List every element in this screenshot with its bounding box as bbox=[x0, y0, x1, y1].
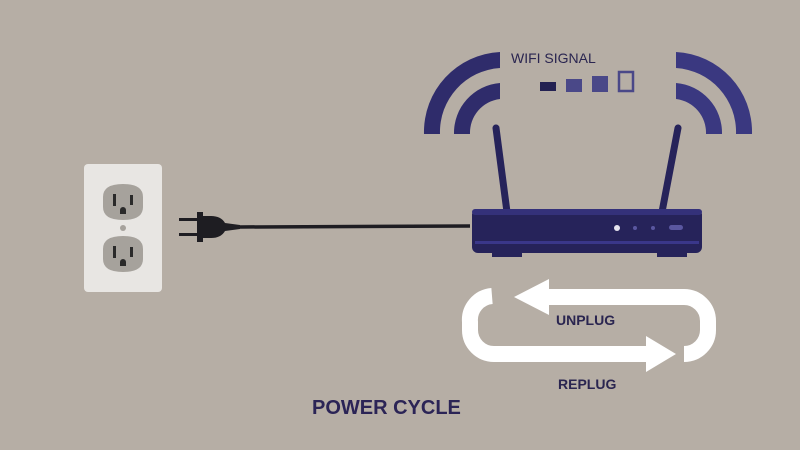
power-led bbox=[614, 225, 620, 231]
cycle-arrows bbox=[461, 279, 716, 372]
router-antennas bbox=[492, 124, 682, 216]
outlet-screw bbox=[120, 225, 126, 231]
wall-outlet bbox=[84, 164, 162, 292]
arrow-head-right bbox=[646, 336, 676, 372]
outlet-socket-bottom bbox=[103, 236, 143, 272]
wireless-router bbox=[472, 209, 702, 257]
unplug-label: UNPLUG bbox=[556, 312, 616, 328]
replug-label: REPLUG bbox=[558, 376, 617, 392]
wifi-signal-label: WIFI SIGNAL bbox=[511, 50, 596, 66]
diagram-title: POWER CYCLE bbox=[312, 397, 461, 419]
wifi-waves-right bbox=[676, 52, 753, 134]
status-led bbox=[651, 226, 655, 230]
status-led bbox=[633, 226, 637, 230]
arrow-head-left bbox=[514, 279, 549, 315]
power-cable bbox=[239, 224, 471, 229]
status-led-bar bbox=[669, 225, 683, 230]
wifi-waves-left bbox=[423, 52, 500, 134]
signal-bars bbox=[540, 70, 635, 93]
outlet-socket-top bbox=[103, 184, 143, 220]
power-plug bbox=[179, 212, 240, 242]
